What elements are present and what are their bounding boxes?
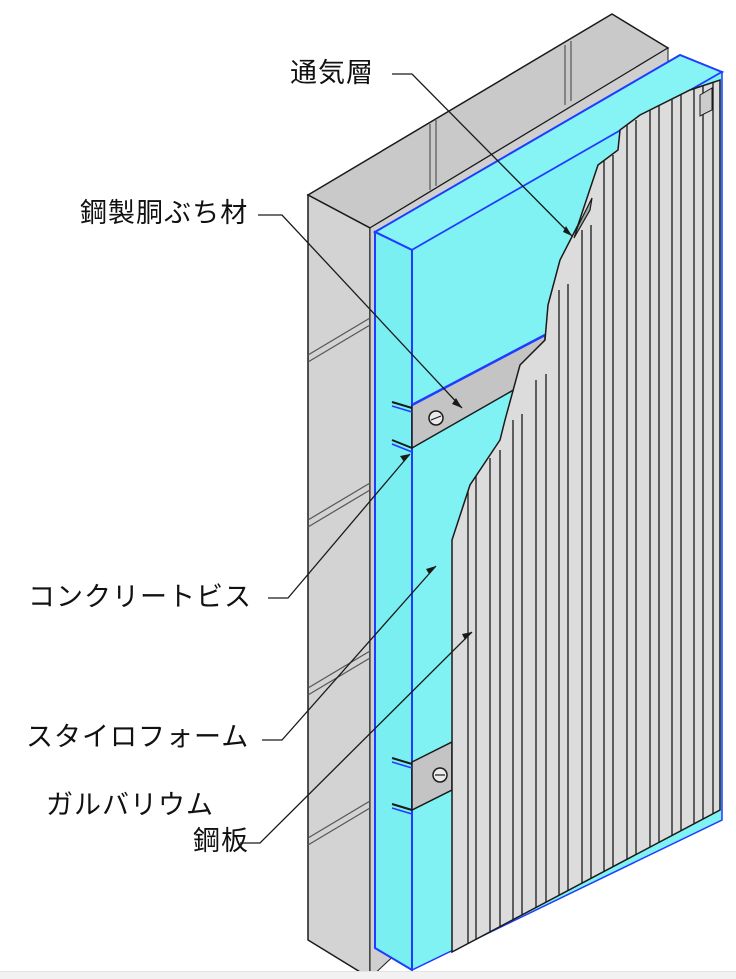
label-galvalume-line2: 鋼板: [193, 826, 249, 857]
bottom-border-strip: [0, 971, 736, 979]
concrete-front-face: [307, 193, 371, 978]
foam-edge-face: [374, 230, 413, 972]
galvalume-steel-sheet: [451, 78, 721, 954]
concrete-screw-heads: [428, 410, 448, 783]
leader-arrowheads: [400, 226, 572, 640]
label-steel-furring: 鋼製胴ぶち材: [80, 198, 249, 229]
leader-ventilation: [392, 73, 573, 237]
concrete-panel-lines: [429, 41, 572, 190]
label-styrofoam: スタイロフォーム: [26, 722, 250, 753]
leader-foam: [262, 565, 437, 741]
label-ventilation-layer: 通気層: [290, 58, 374, 89]
label-concrete-screw: コンクリートビス: [28, 582, 252, 613]
leader-lines: [240, 73, 573, 844]
ventilation-gap: [573, 197, 593, 239]
label-galvalume-line1: ガルバリウム: [46, 790, 214, 821]
leader-furring: [258, 214, 463, 409]
leader-steel: [240, 631, 473, 844]
leader-screw: [268, 453, 411, 599]
